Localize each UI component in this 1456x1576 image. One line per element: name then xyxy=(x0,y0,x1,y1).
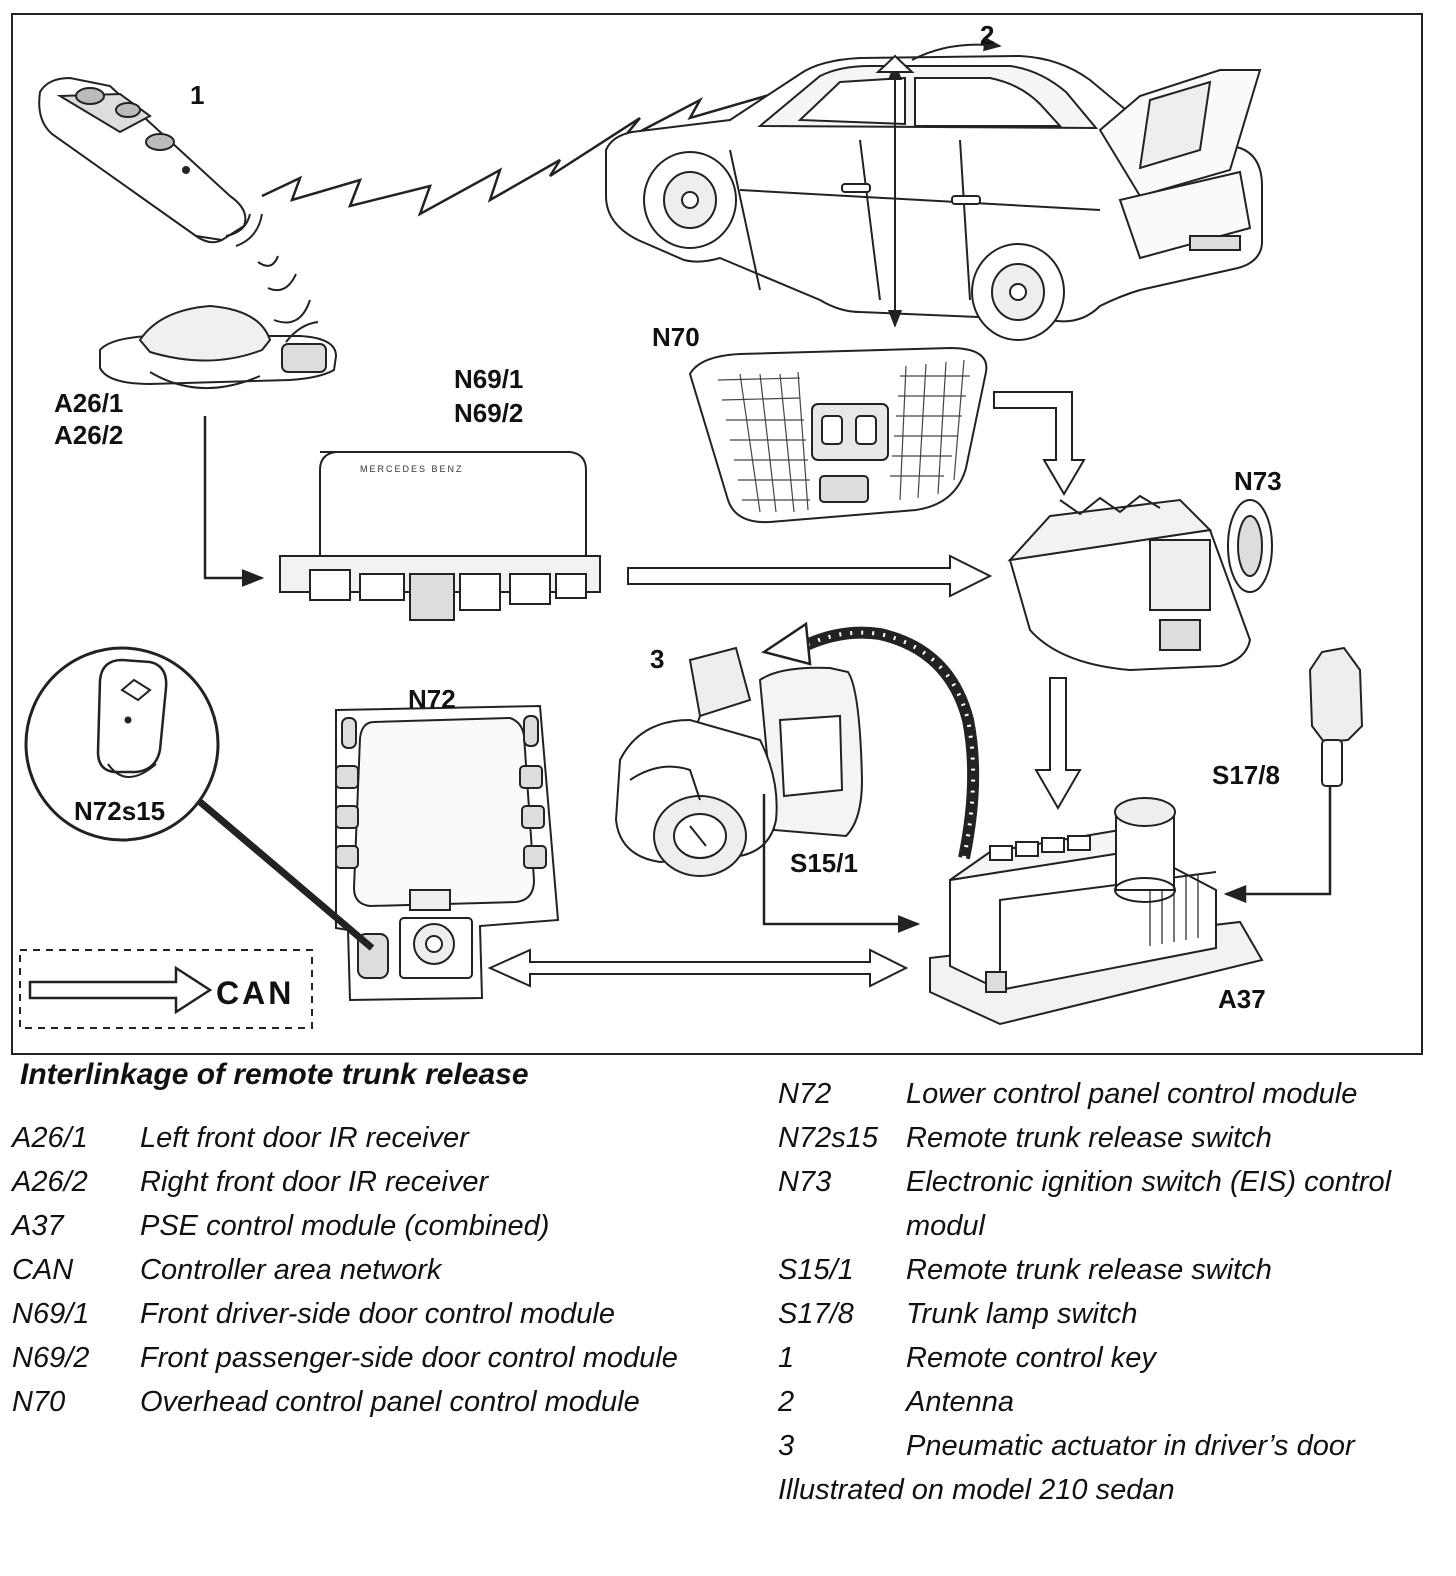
legend-row: 3 Pneumatic actuator in driver’s door xyxy=(778,1424,1448,1468)
legend-row: S15/1 Remote trunk release switch xyxy=(778,1248,1448,1292)
legend-right-column: N72 Lower control panel control module N7… xyxy=(778,1072,1448,1512)
label-key: 1 xyxy=(190,80,204,110)
door-control-module-drawing xyxy=(279,451,601,621)
lower-panel-drawing xyxy=(335,704,560,1002)
label-a26-2: A26/2 xyxy=(54,420,123,450)
pneumatic-line xyxy=(760,621,980,860)
legend-row: CAN Controller area network xyxy=(12,1248,712,1292)
label-a26-1: A26/1 xyxy=(54,388,123,418)
legend-desc: Front passenger-side door control module xyxy=(140,1342,678,1374)
legend-desc: Pneumatic actuator in driver’s door xyxy=(906,1430,1355,1462)
legend-desc: Trunk lamp switch xyxy=(906,1298,1138,1330)
label-s15-1: S15/1 xyxy=(790,848,858,878)
door-handle-drawing xyxy=(99,304,338,390)
label-n72s15: N72s15 xyxy=(74,796,165,826)
legend-code: S15/1 xyxy=(778,1254,854,1286)
module-brand-text: MERCEDES BENZ xyxy=(360,464,464,474)
legend-row: A26/2 Right front door IR receiver xyxy=(12,1160,712,1204)
legend-desc: Electronic ignition switch (EIS) control… xyxy=(906,1166,1392,1242)
legend-row: S17/8 Trunk lamp switch xyxy=(778,1292,1448,1336)
legend-row: N73 Electronic ignition switch (EIS) cont… xyxy=(778,1160,1448,1248)
legend-desc: PSE control module (combined) xyxy=(140,1210,550,1242)
legend-code: 1 xyxy=(778,1342,795,1374)
can-arrow-n69-to-n73 xyxy=(627,554,993,598)
label-s17-8: S17/8 xyxy=(1212,760,1280,790)
legend-desc: Remote trunk release switch xyxy=(906,1122,1272,1154)
legend-desc: Controller area network xyxy=(140,1254,442,1286)
legend-code: N69/2 xyxy=(12,1342,90,1374)
legend-code: S17/8 xyxy=(778,1298,854,1330)
label-can: CAN xyxy=(216,975,294,1011)
label-n70: N70 xyxy=(652,322,700,352)
remote-key-drawing xyxy=(38,76,263,247)
trunk-lamp-switch-drawing xyxy=(1308,646,1364,787)
can-legend-box xyxy=(19,949,313,1029)
legend-row: N72s15 Remote trunk release switch xyxy=(778,1116,1448,1160)
legend-desc: Overhead control panel control module xyxy=(140,1386,640,1418)
arrow-s17-to-a37 xyxy=(1223,786,1332,903)
legend-desc: Remote trunk release switch xyxy=(906,1254,1272,1286)
label-actuator: 3 xyxy=(650,644,664,674)
legend-row: N69/1 Front driver-side door control modu… xyxy=(12,1292,712,1336)
legend-desc: Front driver-side door control module xyxy=(140,1298,615,1330)
interlinkage-diagram: 1 2 3 A26/1 A26/2 N69/1 N69/2 N70 N73 N7… xyxy=(11,13,1423,1055)
can-arrow-n70-to-n73 xyxy=(993,391,1086,496)
can-arrow-n73-to-a37 xyxy=(1034,677,1082,810)
antenna-drawing xyxy=(875,36,1002,328)
legend-code: N72 xyxy=(778,1078,832,1110)
legend-desc: Left front door IR receiver xyxy=(140,1122,469,1154)
legend-code: CAN xyxy=(12,1254,74,1286)
sedan-drawing xyxy=(605,54,1263,341)
diagram-frame xyxy=(11,13,1423,1055)
legend-desc: Lower control panel control module xyxy=(906,1078,1358,1110)
label-antenna: 2 xyxy=(980,20,994,50)
ir-waves xyxy=(257,255,311,324)
legend-desc: Antenna xyxy=(906,1386,1015,1418)
arrow-s15-to-a37 xyxy=(762,794,921,933)
legend-row: N72 Lower control panel control module xyxy=(778,1072,1448,1116)
legend-left-column: A26/1 Left front door IR receiver A26/2 Ri… xyxy=(12,1116,712,1424)
can-arrow-n72-a37 xyxy=(487,948,909,988)
legend-code: N70 xyxy=(12,1386,66,1418)
radio-signal-zigzag xyxy=(261,68,901,217)
ignition-switch-drawing xyxy=(1007,494,1273,672)
legend-row: A37 PSE control module (combined) xyxy=(12,1204,712,1248)
legend-row: A26/1 Left front door IR receiver xyxy=(12,1116,712,1160)
legend-code: A26/1 xyxy=(12,1122,88,1154)
legend-code: 3 xyxy=(778,1430,795,1462)
legend-code: N72s15 xyxy=(778,1122,878,1154)
legend-title: Interlinkage of remote trunk release xyxy=(20,1058,529,1091)
overhead-panel-drawing xyxy=(688,346,988,524)
trunk-switch-magnifier xyxy=(24,646,375,951)
legend-row: N70 Overhead control panel control module xyxy=(12,1380,712,1424)
legend-code: A26/2 xyxy=(12,1166,88,1198)
arrow-a26-to-n69 xyxy=(203,416,265,587)
pse-module-drawing xyxy=(929,797,1264,1026)
pneumatic-actuator-drawing xyxy=(614,646,864,877)
legend-row: N69/2 Front passenger-side door control m… xyxy=(12,1336,712,1380)
label-n72: N72 xyxy=(408,684,456,714)
legend-code: N69/1 xyxy=(12,1298,90,1330)
legend-code: A37 xyxy=(12,1210,64,1242)
legend-row: 2 Antenna xyxy=(778,1380,1448,1424)
legend-code: 2 xyxy=(778,1386,795,1418)
legend-row: 1 Remote control key xyxy=(778,1336,1448,1380)
legend-footnote: Illustrated on model 210 sedan xyxy=(778,1474,1175,1506)
label-n73: N73 xyxy=(1234,466,1282,496)
label-n69-2: N69/2 xyxy=(454,398,523,428)
label-a37: A37 xyxy=(1218,984,1266,1014)
label-n69-1: N69/1 xyxy=(454,364,523,394)
legend-code: N73 xyxy=(778,1166,832,1198)
legend-desc: Right front door IR receiver xyxy=(140,1166,489,1198)
legend-desc: Remote control key xyxy=(906,1342,1156,1374)
